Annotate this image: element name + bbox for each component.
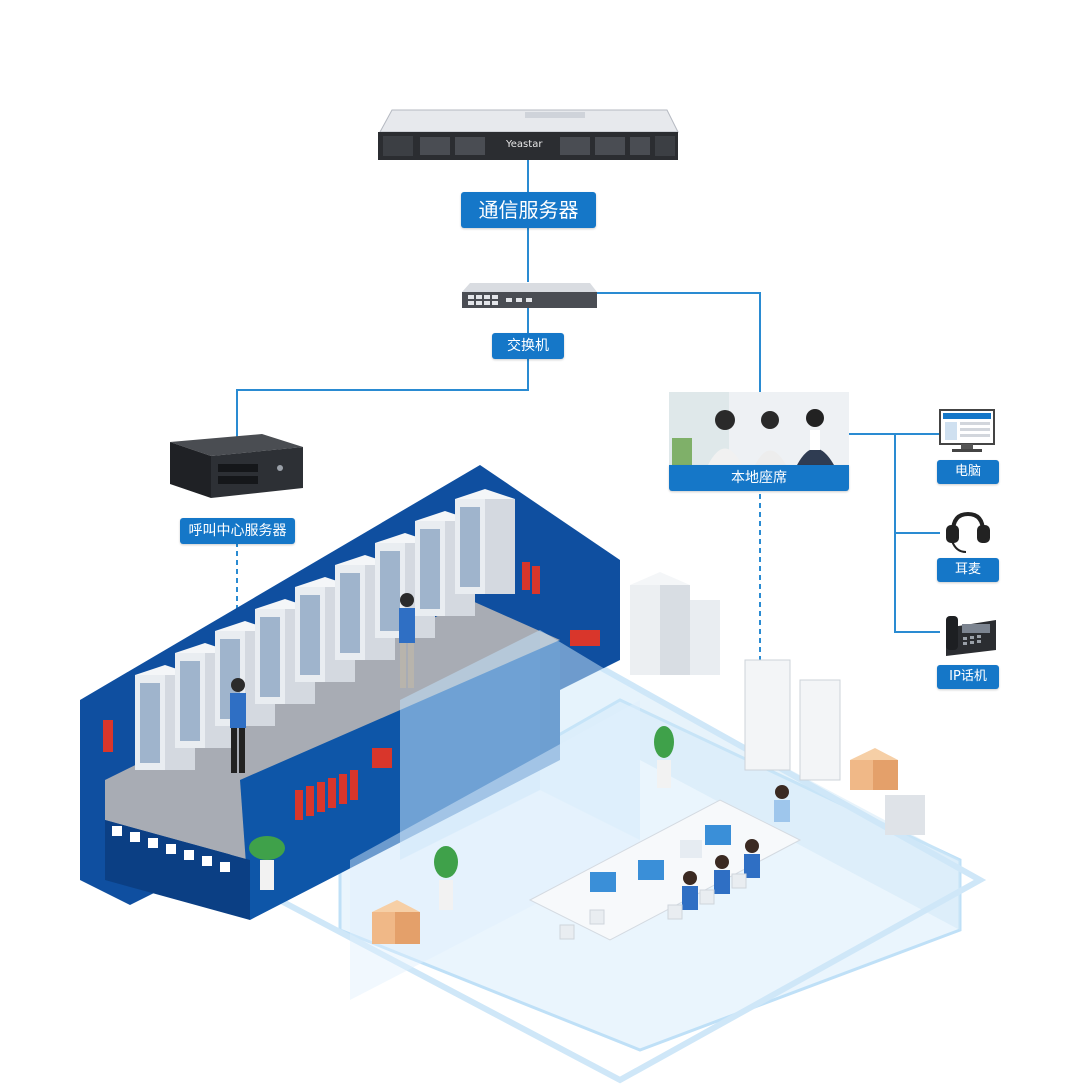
agents-photo bbox=[669, 392, 849, 465]
line-switch-to-callcenter bbox=[236, 358, 529, 440]
boxes bbox=[372, 748, 925, 944]
building-illustration bbox=[80, 465, 987, 1084]
technician-figures bbox=[230, 593, 415, 773]
computer-icon bbox=[939, 409, 995, 452]
label-ip-phone: IP话机 bbox=[937, 665, 999, 689]
server-room-floor bbox=[105, 600, 560, 860]
fire-extinguishers bbox=[103, 562, 540, 820]
tower-server-icon bbox=[170, 434, 303, 498]
line-switch-to-seats bbox=[596, 292, 761, 392]
label-local-seats: 本地座席 bbox=[669, 465, 849, 491]
connector-lines bbox=[236, 160, 940, 633]
label-switch: 交换机 bbox=[492, 333, 564, 359]
label-call-center-server: 呼叫中心服务器 bbox=[180, 518, 295, 544]
glass-partitions bbox=[350, 630, 960, 1000]
headset-icon bbox=[946, 511, 990, 553]
label-comm-server: 通信服务器 bbox=[461, 192, 596, 228]
network-switch-icon bbox=[462, 283, 597, 308]
ip-phone-icon bbox=[946, 616, 996, 656]
rack-server-icon bbox=[378, 109, 679, 160]
label-headset: 耳麦 bbox=[937, 558, 999, 582]
office-desks bbox=[528, 785, 802, 941]
plants bbox=[249, 726, 674, 910]
brand-logo: Yeastar bbox=[506, 139, 543, 150]
server-racks bbox=[135, 489, 515, 770]
electrical-cabinets bbox=[630, 572, 720, 675]
label-computer: 电脑 bbox=[937, 460, 999, 484]
shelves bbox=[744, 659, 841, 781]
